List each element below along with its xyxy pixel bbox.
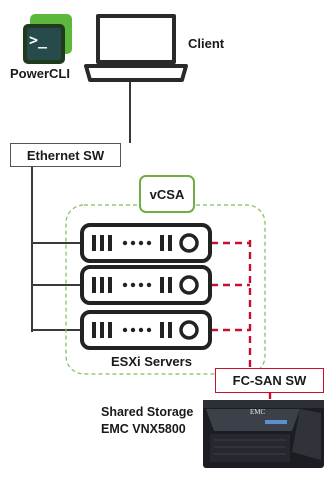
server-1 — [80, 223, 212, 263]
vcsa-box: vCSA — [139, 175, 195, 213]
powercli-label: PowerCLI — [10, 66, 70, 81]
powershell-terminal-icon — [23, 14, 72, 64]
esxi-servers-label: ESXi Servers — [111, 354, 192, 369]
fc-san-switch-box: FC-SAN SW — [215, 368, 324, 393]
laptop-icon — [84, 14, 188, 82]
esxi-cluster-boundary — [65, 204, 266, 375]
client-label: Client — [188, 36, 225, 51]
server-3 — [80, 310, 212, 350]
storage-array-icon — [203, 400, 324, 468]
ethernet-links — [31, 82, 131, 332]
ethernet-switch-box: Ethernet SW — [10, 143, 121, 167]
storage-label-line2: EMC VNX5800 — [101, 422, 186, 436]
fc-san-switch-label: FC-SAN SW — [232, 373, 307, 388]
storage-label: Shared Storage EMC VNX5800 — [101, 404, 193, 438]
ethernet-switch-label: Ethernet SW — [26, 147, 105, 163]
storage-brand-text: EMC — [250, 408, 266, 416]
vcsa-label: vCSA — [149, 186, 185, 202]
fc-links — [211, 240, 272, 402]
server-2 — [80, 265, 212, 305]
powercli-prompt-glyph: >_ — [29, 31, 48, 49]
storage-label-line1: Shared Storage — [101, 405, 194, 419]
